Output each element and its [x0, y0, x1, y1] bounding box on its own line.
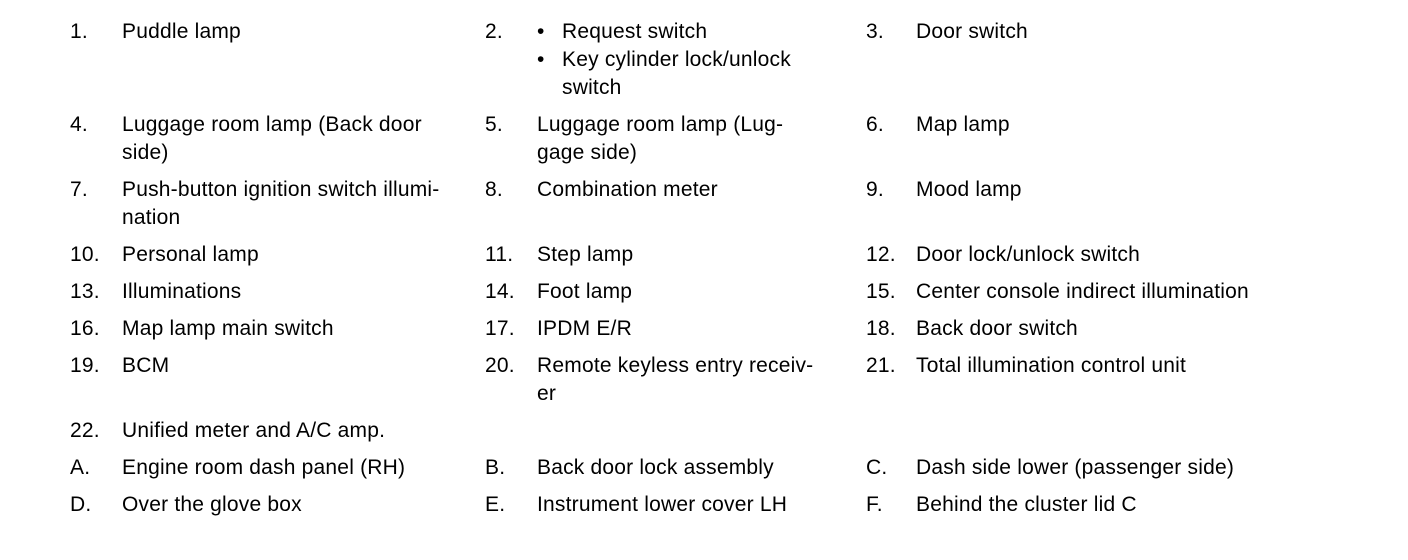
legend-item-label: Luggage room lamp (Back door side) — [122, 113, 422, 164]
legend-item-number: 19. — [70, 354, 100, 377]
bullet-list-item: • Key cylinder lock/unlock switch — [537, 46, 866, 102]
legend-item-number: 17. — [485, 317, 515, 340]
legend-item-number: 20. — [485, 354, 515, 377]
legend-item-label: Combination meter — [537, 178, 718, 201]
bullet-item-label: Key cylinder lock/unlock switch — [562, 48, 791, 99]
legend-item-number: 5. — [485, 113, 503, 136]
legend-item-number: 1. — [70, 20, 88, 43]
legend-item-number: 16. — [70, 317, 100, 340]
legend-list: 1. Puddle lamp 2. • Request switch • Key cylin… — [70, 18, 1368, 519]
legend-item-number: 9. — [866, 178, 884, 201]
legend-item-number: 8. — [485, 178, 503, 201]
legend-item-number: 12. — [866, 243, 896, 266]
legend-item-label: Center console indirect illumination — [916, 280, 1249, 303]
legend-item-label: Door lock/unlock switch — [916, 243, 1141, 266]
legend-item-label: IPDM E/R — [537, 317, 632, 340]
legend-item-label: Puddle lamp — [122, 20, 241, 43]
legend-item-label: Engine room dash panel (RH) — [122, 456, 406, 479]
legend-item-label: Back door switch — [916, 317, 1078, 340]
legend-item-label: Door switch — [916, 20, 1028, 43]
legend-item-label: Map lamp — [916, 113, 1010, 136]
legend-item-number: B. — [485, 456, 506, 479]
legend-item-label: Illuminations — [122, 280, 242, 303]
legend-item-number: 6. — [866, 113, 884, 136]
legend-item-label: BCM — [122, 354, 170, 377]
legend-item-number: D. — [70, 493, 92, 516]
legend-item-number: 4. — [70, 113, 88, 136]
bullet-item-label: Request switch — [562, 20, 708, 43]
legend-item-label: Luggage room lamp (Lug- gage side) — [537, 113, 784, 164]
legend-item-label: Behind the cluster lid C — [916, 493, 1137, 516]
legend-item-number: 14. — [485, 280, 515, 303]
legend-item-number: 2. — [485, 20, 503, 43]
legend-item-label: Personal lamp — [122, 243, 259, 266]
legend-item-label: Foot lamp — [537, 280, 633, 303]
legend-item-number: 7. — [70, 178, 88, 201]
legend-item-label: Mood lamp — [916, 178, 1022, 201]
legend-item-label: Push-button ignition switch illumi- nati… — [122, 178, 440, 229]
legend-item-number: 21. — [866, 354, 896, 377]
legend-item-label: Over the glove box — [122, 493, 302, 516]
legend-item-number: 3. — [866, 20, 884, 43]
legend-item-number: 15. — [866, 280, 896, 303]
legend-item-label: Total illumination control unit — [916, 354, 1187, 377]
legend-item-label: Instrument lower cover LH — [537, 493, 788, 516]
legend-item-number: F. — [866, 493, 883, 516]
legend-item-number: 18. — [866, 317, 896, 340]
legend-item-number: E. — [485, 493, 506, 516]
legend-item-number: 13. — [70, 280, 100, 303]
legend-item-bullet-list: • Request switch • Key cylinder lock/unlock… — [537, 18, 866, 102]
legend-item-number: 11. — [485, 243, 514, 266]
legend-item-label: Step lamp — [537, 243, 634, 266]
legend-item-label: Unified meter and A/C amp. — [122, 419, 386, 442]
bullet-icon: • — [537, 20, 545, 43]
legend-item-number: 10. — [70, 243, 100, 266]
legend-item-label: Map lamp main switch — [122, 317, 334, 340]
legend-item-number: A. — [70, 456, 91, 479]
legend-item-label: Dash side lower (passenger side) — [916, 456, 1235, 479]
legend-item-label: Remote keyless entry receiv- er — [537, 354, 814, 405]
bullet-icon: • — [537, 48, 545, 71]
bullet-list-item: • Request switch — [537, 18, 866, 46]
legend-item-label: Back door lock assembly — [537, 456, 774, 479]
legend-item-number: 22. — [70, 419, 100, 442]
legend-item-number: C. — [866, 456, 888, 479]
